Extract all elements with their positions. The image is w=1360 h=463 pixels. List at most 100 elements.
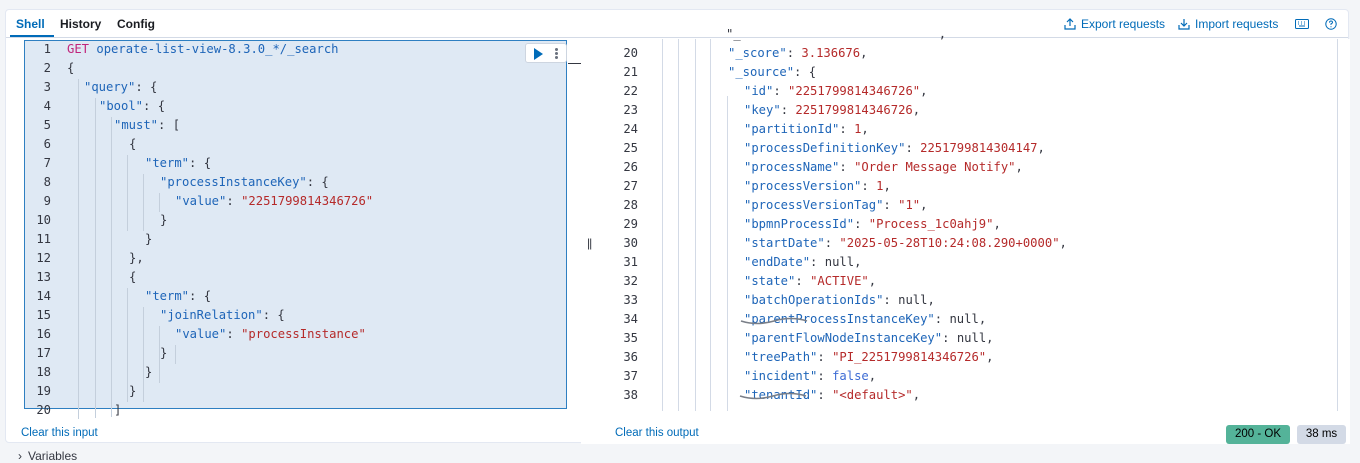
json-value: "2025-05-28T10:24:08.290+0000" — [839, 236, 1060, 250]
line-number: 18 — [36, 365, 51, 379]
import-requests-link[interactable]: Import requests — [1178, 17, 1278, 31]
output-line: 21"_source": { — [608, 65, 1338, 84]
code-line: 12 }, — [25, 251, 566, 270]
clear-input-link[interactable]: Clear this input — [21, 427, 98, 439]
output-line: 22"id": "2251799814346726", — [608, 84, 1338, 103]
output-line: 27"processVersion": 1, — [608, 179, 1338, 198]
question-circle-icon[interactable] — [1324, 18, 1338, 30]
line-number: 20 — [623, 46, 638, 60]
line-number: 20 — [36, 403, 51, 417]
line-number: 21 — [623, 65, 638, 79]
resize-handle-icon[interactable]: || — [587, 236, 592, 250]
json-key: "must" — [114, 118, 159, 132]
output-line-partial: "_ , — [726, 27, 947, 41]
duration-badge: 38 ms — [1297, 425, 1346, 444]
code-line: 10 } — [25, 213, 566, 232]
line-number: 14 — [36, 289, 51, 303]
tab-history[interactable]: History — [60, 17, 102, 31]
output-line: 26"processName": "Order Message Notify", — [608, 160, 1338, 179]
code-line: 4 "bool": { — [25, 99, 566, 118]
keyboard-icon[interactable] — [1295, 18, 1309, 30]
clear-output-link[interactable]: Clear this output — [615, 427, 699, 439]
line-number: 34 — [623, 312, 638, 326]
line-number: 2 — [43, 61, 51, 75]
json-key: "processVersionTag" — [744, 198, 884, 212]
code-line: 2 { — [25, 61, 566, 80]
line-number: 5 — [43, 118, 51, 132]
json-key: "key" — [744, 103, 781, 117]
line-number: 29 — [623, 217, 638, 231]
code-line: 17 } — [25, 346, 566, 365]
annotation-underline-incident — [739, 392, 807, 400]
line-number: 28 — [623, 198, 638, 212]
line-number: 13 — [36, 270, 51, 284]
json-value: { — [808, 65, 817, 79]
code-line: 6 { — [25, 137, 566, 156]
output-line: 37"incident": false, — [608, 369, 1338, 388]
json-key: "parentFlowNodeInstanceKey" — [744, 331, 943, 345]
json-key: "value" — [175, 327, 227, 341]
export-requests-link[interactable]: Export requests — [1064, 17, 1165, 31]
output-line: 23"key": 2251799814346726, — [608, 103, 1338, 122]
json-key: "bool" — [99, 99, 144, 113]
code-line: 9 "value": "2251799814346726" — [25, 194, 566, 213]
json-value: 2251799814346726 — [795, 103, 913, 117]
more-options-icon[interactable] — [555, 48, 558, 60]
play-icon[interactable] — [534, 48, 543, 60]
json-value: 1 — [876, 179, 884, 193]
output-line: 32"state": "ACTIVE", — [608, 274, 1338, 293]
json-key: "query" — [84, 80, 136, 94]
request-editor[interactable]: 1 GET operate-list-view-8.3.0_*/_search … — [24, 40, 567, 419]
indent-guide — [143, 307, 144, 402]
code-line: 14 "term": { — [25, 289, 566, 308]
output-line: 29"bpmnProcessId": "Process_1c0ahj9", — [608, 217, 1338, 236]
indent-guide — [143, 174, 144, 231]
response-panel: "_ , 20"_score": 3.136676,21"_source": {… — [600, 27, 1350, 444]
panel-resizer[interactable] — [581, 39, 600, 444]
code-line: 15 "joinRelation": { — [25, 308, 566, 327]
code-line: 11 } — [25, 232, 566, 251]
json-key: "processDefinitionKey" — [744, 141, 906, 155]
line-number: 1 — [43, 42, 51, 56]
indent-guide — [678, 39, 679, 411]
indent-guide — [159, 326, 160, 383]
line-number: 24 — [623, 122, 638, 136]
line-number: 26 — [623, 160, 638, 174]
json-key: "processName" — [744, 160, 840, 174]
json-key: "state" — [744, 274, 796, 288]
output-scrollbar[interactable] — [1337, 39, 1338, 411]
export-icon — [1064, 18, 1076, 30]
variables-section-toggle[interactable]: ›Variables — [18, 449, 77, 463]
tab-shell[interactable]: Shell — [16, 17, 45, 31]
json-key: "term" — [145, 156, 190, 170]
json-key: "_score" — [728, 46, 787, 60]
json-key: "id" — [744, 84, 774, 98]
line-number: 16 — [36, 327, 51, 341]
export-requests-label: Export requests — [1081, 17, 1166, 31]
json-key: "endDate" — [744, 255, 811, 269]
json-value: false — [832, 369, 869, 383]
code-line: 8 "processInstanceKey": { — [25, 175, 566, 194]
indent-guide — [695, 39, 696, 411]
json-key: "bpmnProcessId" — [744, 217, 855, 231]
line-number: 19 — [36, 384, 51, 398]
json-value: null — [898, 293, 928, 307]
json-value: 3.136676 — [801, 46, 861, 60]
line-number: 17 — [36, 346, 51, 360]
json-key: "incident" — [744, 369, 818, 383]
code-line: 3 "query": { — [25, 80, 566, 99]
line-number: 11 — [36, 232, 51, 246]
output-line: 34"parentProcessInstanceKey": null, — [608, 312, 1338, 331]
line-number: 27 — [623, 179, 638, 193]
json-key: "batchOperationIds" — [744, 293, 884, 307]
output-line: 25"processDefinitionKey": 22517998143041… — [608, 141, 1338, 160]
tab-config[interactable]: Config — [117, 17, 155, 31]
indent-guide — [111, 117, 112, 417]
response-output[interactable]: "_ , 20"_score": 3.136676,21"_source": {… — [608, 27, 1338, 411]
line-number: 4 — [43, 99, 51, 113]
code-line: 5 "must": [ — [25, 118, 566, 137]
indent-guide — [662, 39, 663, 411]
json-value: null — [949, 312, 979, 326]
line-number: 12 — [36, 251, 51, 265]
output-line: 24"partitionId": 1, — [608, 122, 1338, 141]
